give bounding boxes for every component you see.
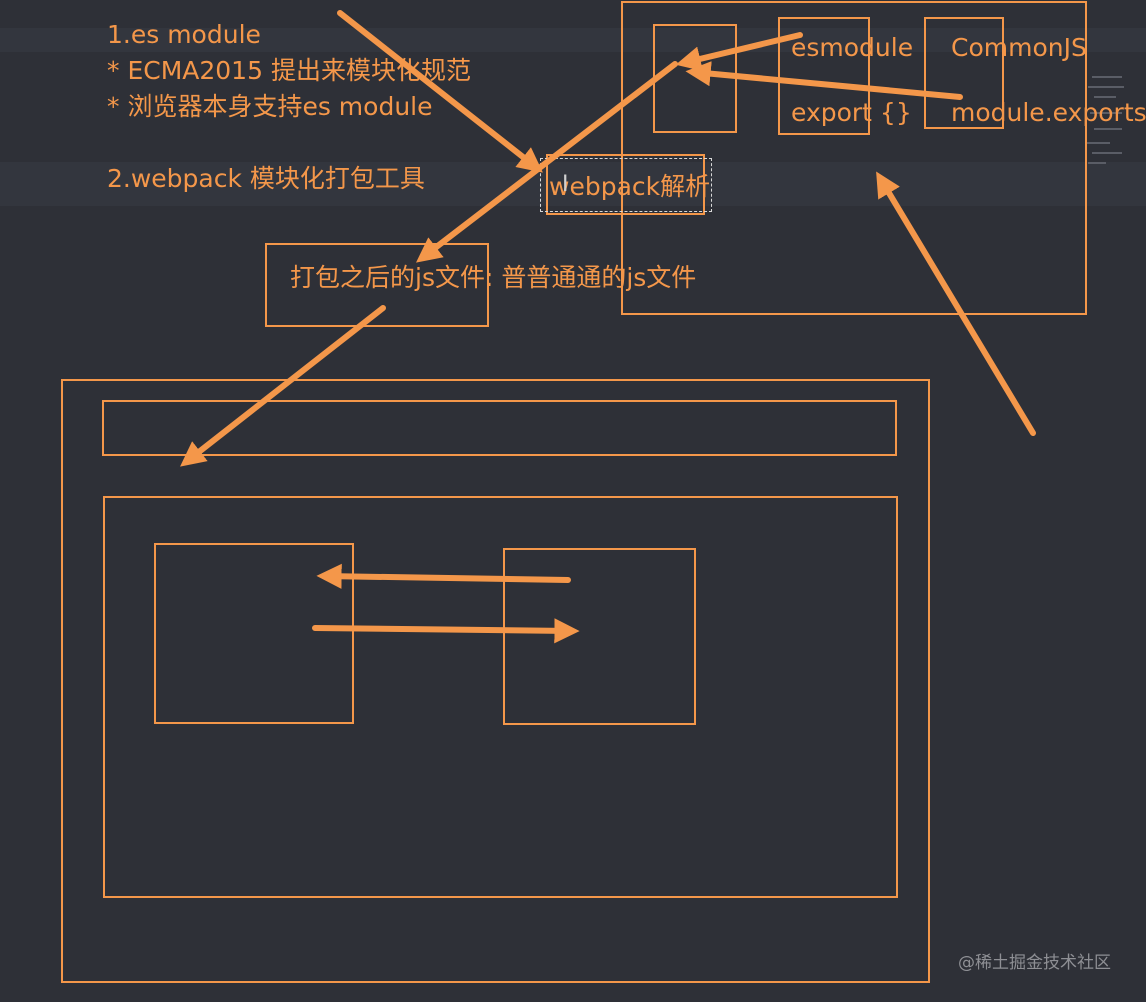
arrow-right-to-left-module: [316, 563, 571, 589]
bundle-label: 打包之后的js文件: 普普通通的js文件: [290, 263, 697, 292]
note-line-4: 2.webpack 模块化打包工具: [107, 164, 425, 193]
module-box-left: [154, 543, 354, 724]
webpack-label: webpack解析: [549, 172, 711, 201]
arrow-esmodule-to-target: [675, 32, 803, 72]
bundle-box: [265, 243, 489, 327]
arrow-left-to-right-module: [312, 618, 580, 644]
arrow-notes-to-webpack: [337, 10, 543, 173]
esmodule-label: esmodule: [791, 33, 914, 62]
commonjs-label: CommonJS: [951, 33, 1087, 62]
note-line-1: 1.es module: [107, 20, 261, 49]
editor-line-band: [0, 162, 1146, 206]
arrow-commonjs-to-target: [685, 61, 963, 100]
text-selection-frame: [540, 158, 712, 212]
editor-line-band: [0, 28, 1146, 52]
arrow-browser-to-webpack: [876, 171, 1036, 436]
commonjs-box: [924, 17, 1004, 129]
browser-frame: [61, 379, 930, 983]
watermark: @稀土掘金技术社区: [958, 953, 1111, 973]
arrow-bundle-to-browser: [180, 305, 386, 467]
esmodule-box: [778, 17, 870, 135]
browser-header: [102, 400, 897, 456]
export-label: export {}: [791, 98, 912, 127]
module-box-right: [503, 548, 696, 725]
module-exports-label: module.exports: [951, 98, 1146, 127]
text-cursor-icon: I: [562, 172, 569, 197]
browser-content: [103, 496, 898, 898]
webpack-box: [546, 154, 705, 215]
arrow-target-to-bundle: [416, 61, 678, 263]
note-line-3: * 浏览器本身支持es module: [107, 92, 433, 121]
